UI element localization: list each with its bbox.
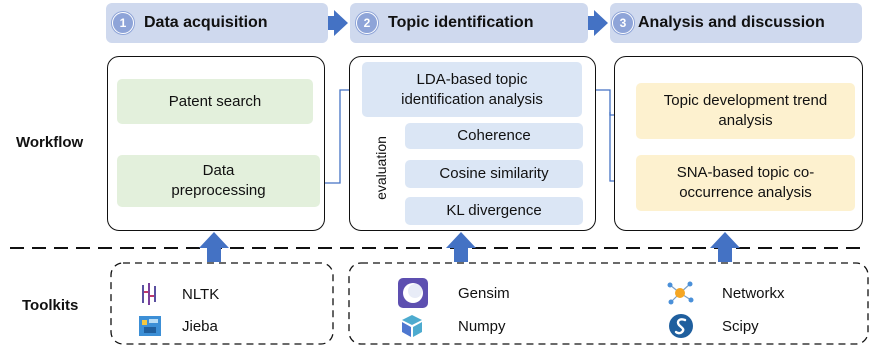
toolkit-nltk-label: NLTK xyxy=(182,285,220,303)
networkx-icon xyxy=(666,280,694,306)
scipy-icon xyxy=(668,313,694,339)
nltk-icon xyxy=(138,282,162,306)
gensim-icon xyxy=(398,278,428,308)
kl-divergence-box: KL divergence xyxy=(405,197,583,225)
trend-analysis-box: Topic development trend analysis xyxy=(636,83,855,139)
data-preprocessing-box: Data preprocessing xyxy=(117,155,320,207)
toolkit-scipy: Scipy xyxy=(668,313,759,339)
patent-search-box: Patent search xyxy=(117,79,313,124)
up-arrow-3 xyxy=(710,232,740,262)
row-label-toolkits: Toolkits xyxy=(22,297,79,314)
stage-header-1: 1 Data acquisition xyxy=(106,3,328,43)
toolkit-jieba: Jieba xyxy=(138,314,218,338)
evaluation-label: evaluation xyxy=(373,128,389,208)
toolkit-box-left xyxy=(110,262,334,345)
row-label-workflow: Workflow xyxy=(16,134,84,151)
toolkit-numpy-label: Numpy xyxy=(458,317,506,335)
toolkit-jieba-label: Jieba xyxy=(182,317,218,335)
up-arrow-1 xyxy=(199,232,229,262)
toolkit-networkx: Networkx xyxy=(666,280,785,306)
lda-analysis-box: LDA-based topic identification analysis xyxy=(362,62,582,117)
toolkit-scipy-label: Scipy xyxy=(722,317,759,335)
numpy-icon xyxy=(400,314,424,338)
toolkit-box-right xyxy=(348,262,869,345)
toolkit-nltk: NLTK xyxy=(138,282,219,306)
sna-analysis-box: SNA-based topic co-occurrence analysis xyxy=(636,155,855,211)
stage-header-3: 3 Analysis and discussion xyxy=(610,3,862,43)
stage-label-1: Data acquisition xyxy=(144,14,268,31)
coherence-box: Coherence xyxy=(405,123,583,149)
stage-arrow-2 xyxy=(582,10,608,36)
toolkit-gensim: Gensim xyxy=(398,278,510,308)
stage-label-3: Analysis and discussion xyxy=(638,14,825,31)
toolkit-networkx-label: Networkx xyxy=(722,284,785,302)
stage-header-2: 2 Topic identification xyxy=(350,3,588,43)
jieba-icon xyxy=(138,314,162,338)
toolkit-numpy: Numpy xyxy=(400,314,506,338)
stage-arrow-1 xyxy=(322,10,348,36)
stage-number-3: 3 xyxy=(612,12,634,34)
stage-number-2: 2 xyxy=(356,12,378,34)
stage-number-1: 1 xyxy=(112,12,134,34)
toolkit-gensim-label: Gensim xyxy=(458,284,510,302)
cosine-similarity-box: Cosine similarity xyxy=(405,160,583,188)
up-arrow-2 xyxy=(446,232,476,262)
stage-label-2: Topic identification xyxy=(388,14,534,31)
